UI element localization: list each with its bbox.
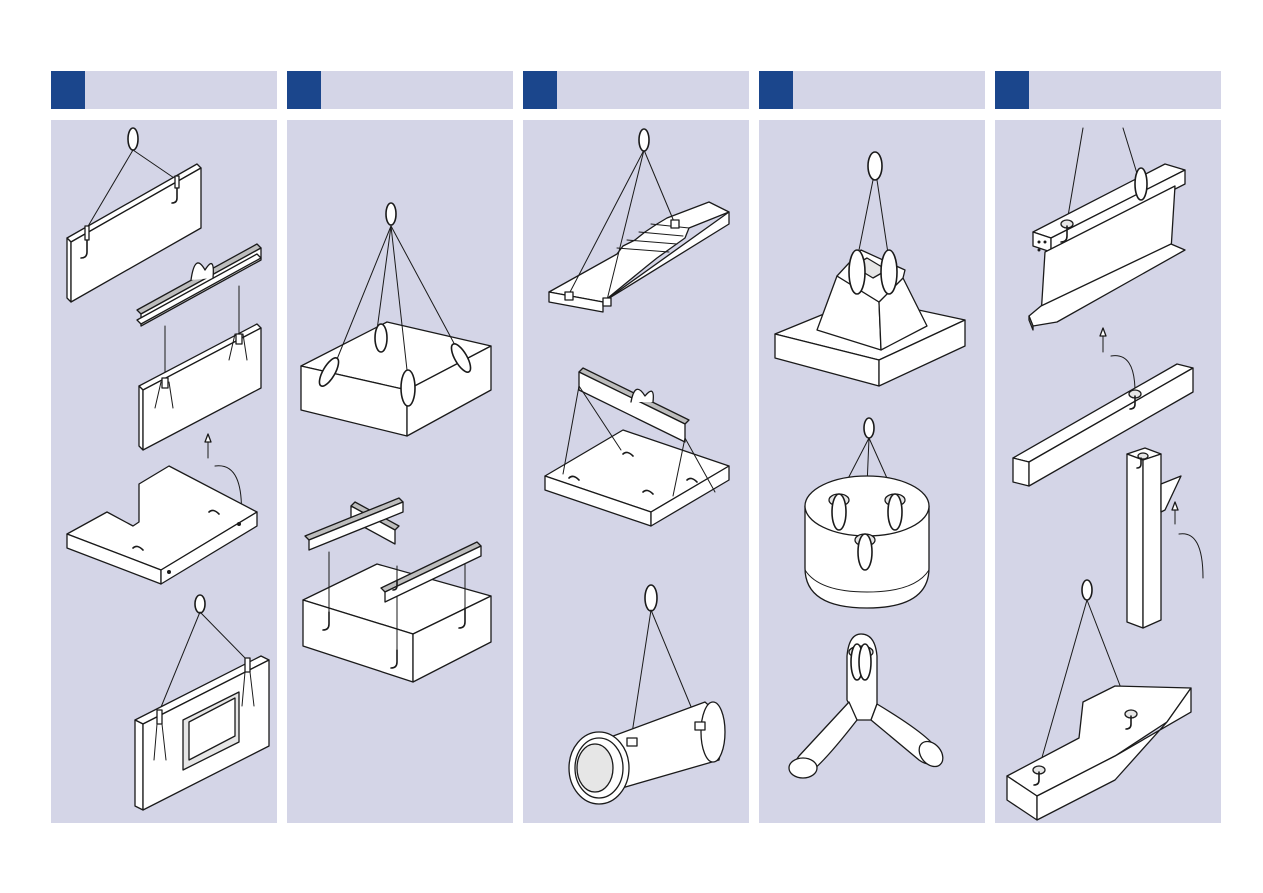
tetrapod-single-anchor-illustration [788, 633, 944, 779]
column-1 [51, 71, 277, 823]
pedestal-foundation-sling-illustration [774, 151, 966, 387]
wall-panel-spreader-beam-illustration [136, 243, 262, 451]
l-shaped-slab-lifting-point-illustration [66, 465, 258, 585]
column-5-panel [995, 120, 1221, 823]
column-5-number-badge [995, 71, 1029, 109]
wall-panel-chain-sling-illustration [66, 127, 202, 303]
t-beam-sling-illustration [1028, 127, 1186, 331]
stair-element-sling-illustration [548, 128, 730, 313]
slab-four-leg-sling-illustration [300, 202, 492, 437]
column-3-header [523, 71, 749, 109]
column-4-illustrations [774, 151, 966, 779]
column-2-number-badge [287, 71, 321, 109]
column-4 [759, 71, 985, 823]
cross-element-sling-illustration [1006, 579, 1192, 821]
column-5 [995, 71, 1221, 823]
slab-frame-spreader-illustration [302, 497, 492, 683]
column-2-panel [287, 120, 513, 823]
window-wall-panel-chain-sling-illustration [134, 594, 270, 811]
column-4-panel [759, 120, 985, 823]
column-2-header [287, 71, 513, 109]
column-1-number-badge [51, 71, 85, 109]
beam-turning-lifting-point-illustration [1012, 363, 1194, 487]
column-5-header [995, 71, 1221, 109]
column-4-number-badge [759, 71, 793, 109]
column-3-panel [523, 120, 749, 823]
column-1-panel [51, 120, 277, 823]
column-turning-lifting-point-illustration [1126, 447, 1204, 629]
pipe-section-sling-illustration [568, 584, 726, 805]
column-3-number-badge [523, 71, 557, 109]
column-2-illustrations [300, 202, 492, 683]
turning-arrow-beam [1099, 327, 1136, 393]
cylindrical-block-three-leg-sling-illustration [804, 417, 930, 609]
column-3 [523, 71, 749, 823]
column-2 [287, 71, 513, 823]
column-4-header [759, 71, 985, 109]
column-1-illustrations [66, 127, 270, 811]
column-1-header [51, 71, 277, 109]
slab-spreader-beam-illustration [544, 367, 730, 527]
column-5-illustrations [1006, 127, 1204, 821]
column-3-illustrations [544, 128, 730, 805]
